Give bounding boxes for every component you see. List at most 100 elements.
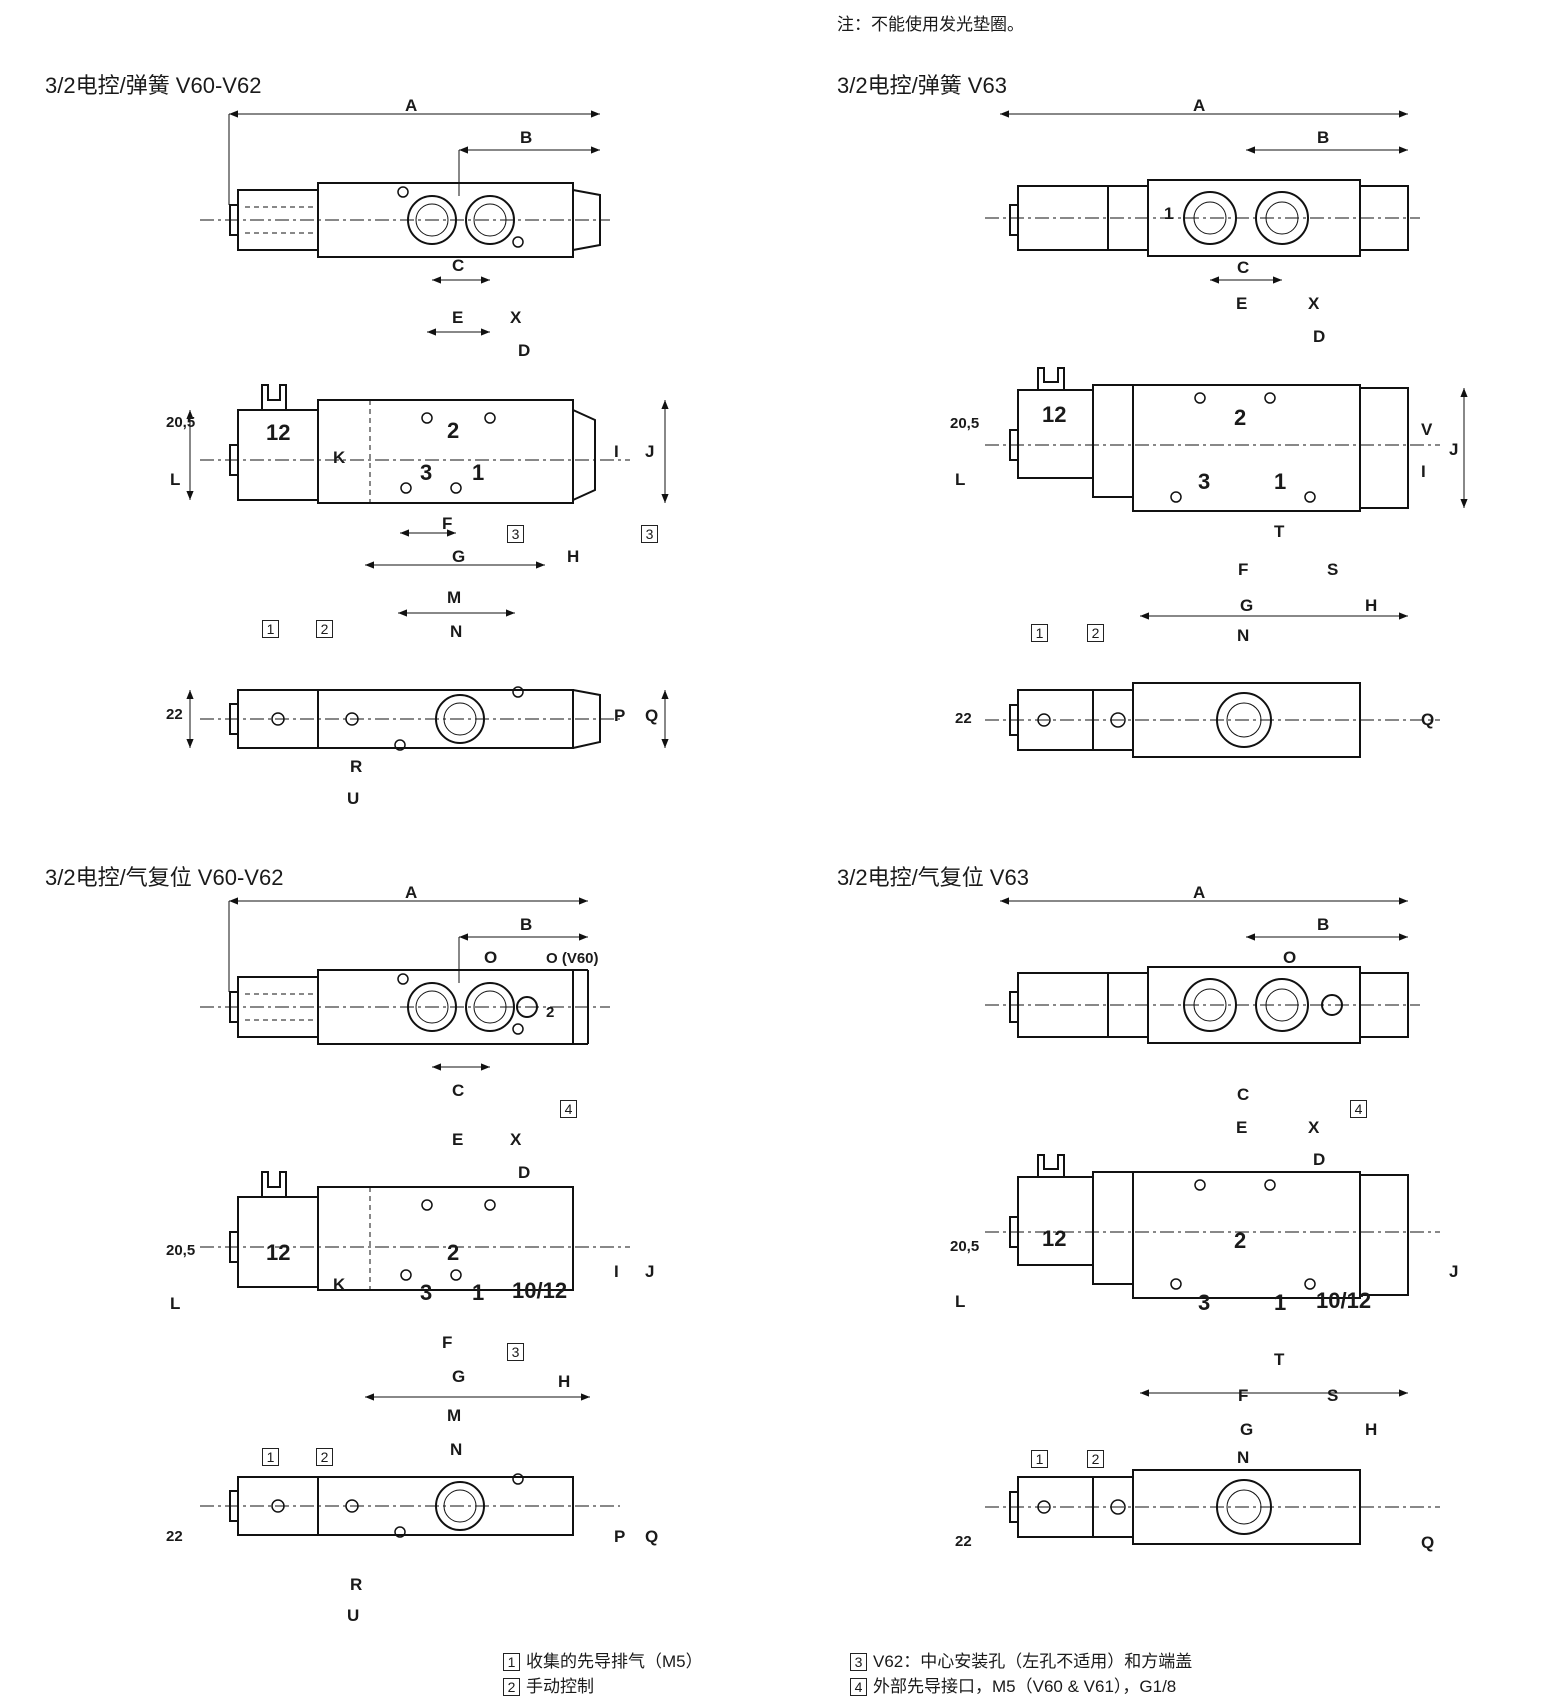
air-v63-dim-label-j: J	[1449, 1262, 1459, 1281]
dim-label-u: U	[347, 789, 360, 808]
dim-label-e: E	[452, 308, 464, 327]
spring-v63-bottom-view	[984, 682, 1441, 758]
callout-2: 2	[316, 620, 333, 638]
air-dim-label-b: B	[520, 915, 533, 934]
air-v63-port-label-1: 1	[1274, 1290, 1287, 1315]
air-v63-dim-label-c: C	[1237, 1085, 1250, 1104]
air-v63-dim-label-20-5: 20,5	[950, 1238, 980, 1255]
dim-label-p: P	[614, 706, 626, 725]
callout-1: 1	[262, 620, 279, 638]
legend-box-4: 4	[850, 1678, 867, 1696]
air-v63-dim-label-g: G	[1240, 1420, 1254, 1439]
port-label-1: 1	[472, 460, 485, 485]
air-v63-port-label-3: 3	[1198, 1290, 1211, 1315]
air-dim-label-g: G	[452, 1367, 466, 1386]
air-v63-dim-label-n: N	[1237, 1448, 1250, 1467]
v63-dim-label-n: N	[1237, 626, 1250, 645]
v63-callout-2: 2	[1087, 624, 1104, 642]
air-dim-label-22: 22	[166, 1528, 183, 1545]
dim-label-n: N	[450, 622, 463, 641]
dim-label-b: B	[520, 128, 533, 147]
v63-dim-label-a: A	[1193, 96, 1206, 115]
dim-label-j: J	[645, 442, 655, 461]
dim-label-f: F	[442, 514, 453, 533]
v63-dim-label-t: T	[1274, 522, 1285, 541]
v63-dim-label-s: S	[1327, 560, 1339, 579]
air-dim-label-d: D	[518, 1163, 531, 1182]
air-callout-2: 2	[316, 1448, 333, 1466]
section-title-spring-v63: 3/2电控/弹簧 V63	[837, 73, 1007, 98]
air-dim-label-20-5: 20,5	[166, 1242, 196, 1259]
v63-dim-label-x: X	[1308, 294, 1320, 313]
air-dim-label-f: F	[442, 1333, 453, 1352]
air-dim-label-c: C	[452, 1081, 465, 1100]
v63-port-label-12: 12	[1042, 402, 1067, 427]
air-port-label-3: 3	[420, 1280, 433, 1305]
air-v63-dim-label-e: E	[1236, 1118, 1248, 1137]
v63-dim-label-c: C	[1237, 258, 1250, 277]
air-dim-label-j: J	[645, 1262, 655, 1281]
dim-label-d: D	[518, 341, 531, 360]
dim-label-a: A	[405, 96, 418, 115]
spring-end-cap-side	[572, 409, 596, 501]
section-title-spring-v60-v62: 3/2电控/弹簧 V60-V62	[45, 73, 262, 98]
air-dim-label-x: X	[510, 1130, 522, 1149]
legend-text-3: V62：中心安装孔（左孔不适用）和方端盖	[873, 1652, 1193, 1671]
v63-dim-label-j: J	[1449, 440, 1459, 459]
air-callout-4: 4	[560, 1100, 577, 1118]
v63-dim-label-q: Q	[1421, 710, 1435, 729]
air-v63-dim-label-h: H	[1365, 1420, 1378, 1439]
v63-dim-label-v: V	[1421, 420, 1433, 439]
air-v63-callout-1: 1	[1031, 1450, 1048, 1468]
v63-dim-label-i: I	[1421, 462, 1426, 481]
air-dim-label-i: I	[614, 1262, 619, 1281]
air-v63-callout-4: 4	[1350, 1100, 1367, 1118]
dim-label-k: K	[333, 448, 346, 467]
dim-label-22: 22	[166, 706, 183, 723]
air-dim-label-o: O	[484, 948, 498, 967]
air-dim-label-u: U	[347, 1606, 360, 1625]
v63-dim-label-b: B	[1317, 128, 1330, 147]
air-v63-dim-label-o: O	[1283, 948, 1297, 967]
air-port-label-12: 12	[266, 1240, 291, 1265]
legend-box-1: 1	[503, 1653, 520, 1671]
legend-text-2: 手动控制	[526, 1677, 594, 1696]
air-dim-label-p: P	[614, 1527, 626, 1546]
air-v60-v62-top-view	[199, 900, 611, 1045]
dim-label-q: Q	[645, 706, 659, 725]
v63-dim-label-20-5: 20,5	[950, 415, 980, 432]
v63-port-label-1: 1	[1274, 469, 1287, 494]
v63-dim-label-g: G	[1240, 596, 1254, 615]
air-dim-label-2: 2	[546, 1004, 555, 1021]
spring-v60-v62-top-view	[199, 113, 611, 258]
air-port-label-10-12: 10/12	[512, 1278, 568, 1303]
air-v63-dim-label-l: L	[955, 1292, 966, 1311]
v63-dim-label-l: L	[955, 470, 966, 489]
spring-v63-side-view	[984, 367, 1441, 512]
air-callout-3: 3	[507, 1343, 524, 1361]
port-label-12: 12	[266, 420, 291, 445]
air-callout-1: 1	[262, 1448, 279, 1466]
air-dim-label-k: K	[333, 1275, 346, 1294]
dim-label-c: C	[452, 256, 465, 275]
legend-text-1: 收集的先导排气（M5）	[526, 1652, 703, 1671]
section-title-air-v60-v62: 3/2电控/气复位 V60-V62	[45, 865, 284, 890]
dim-label-i: I	[614, 442, 619, 461]
air-v63-port-label-12: 12	[1042, 1226, 1067, 1251]
air-dim-label-q: Q	[645, 1527, 659, 1546]
air-dim-label-o-v60: O (V60)	[546, 950, 599, 967]
air-port-label-1: 1	[472, 1280, 485, 1305]
v63-port-label-3: 3	[1198, 469, 1211, 494]
v63-callout-1: 1	[1031, 624, 1048, 642]
dim-label-20-5: 20,5	[166, 414, 196, 431]
legend-item-4: 4 外部先导接口，M5（V60 & V61），G1/8	[850, 1672, 1176, 1697]
air-v60-v62-side-view	[199, 1171, 631, 1291]
air-v63-top-view	[984, 966, 1421, 1044]
v63-dim-label-1: 1	[1164, 204, 1174, 223]
spring-v63-top-view	[984, 179, 1421, 257]
legend-text-4: 外部先导接口，M5（V60 & V61），G1/8	[873, 1677, 1177, 1696]
air-port-label-2: 2	[447, 1240, 460, 1265]
air-v63-bottom-view	[984, 1469, 1441, 1545]
